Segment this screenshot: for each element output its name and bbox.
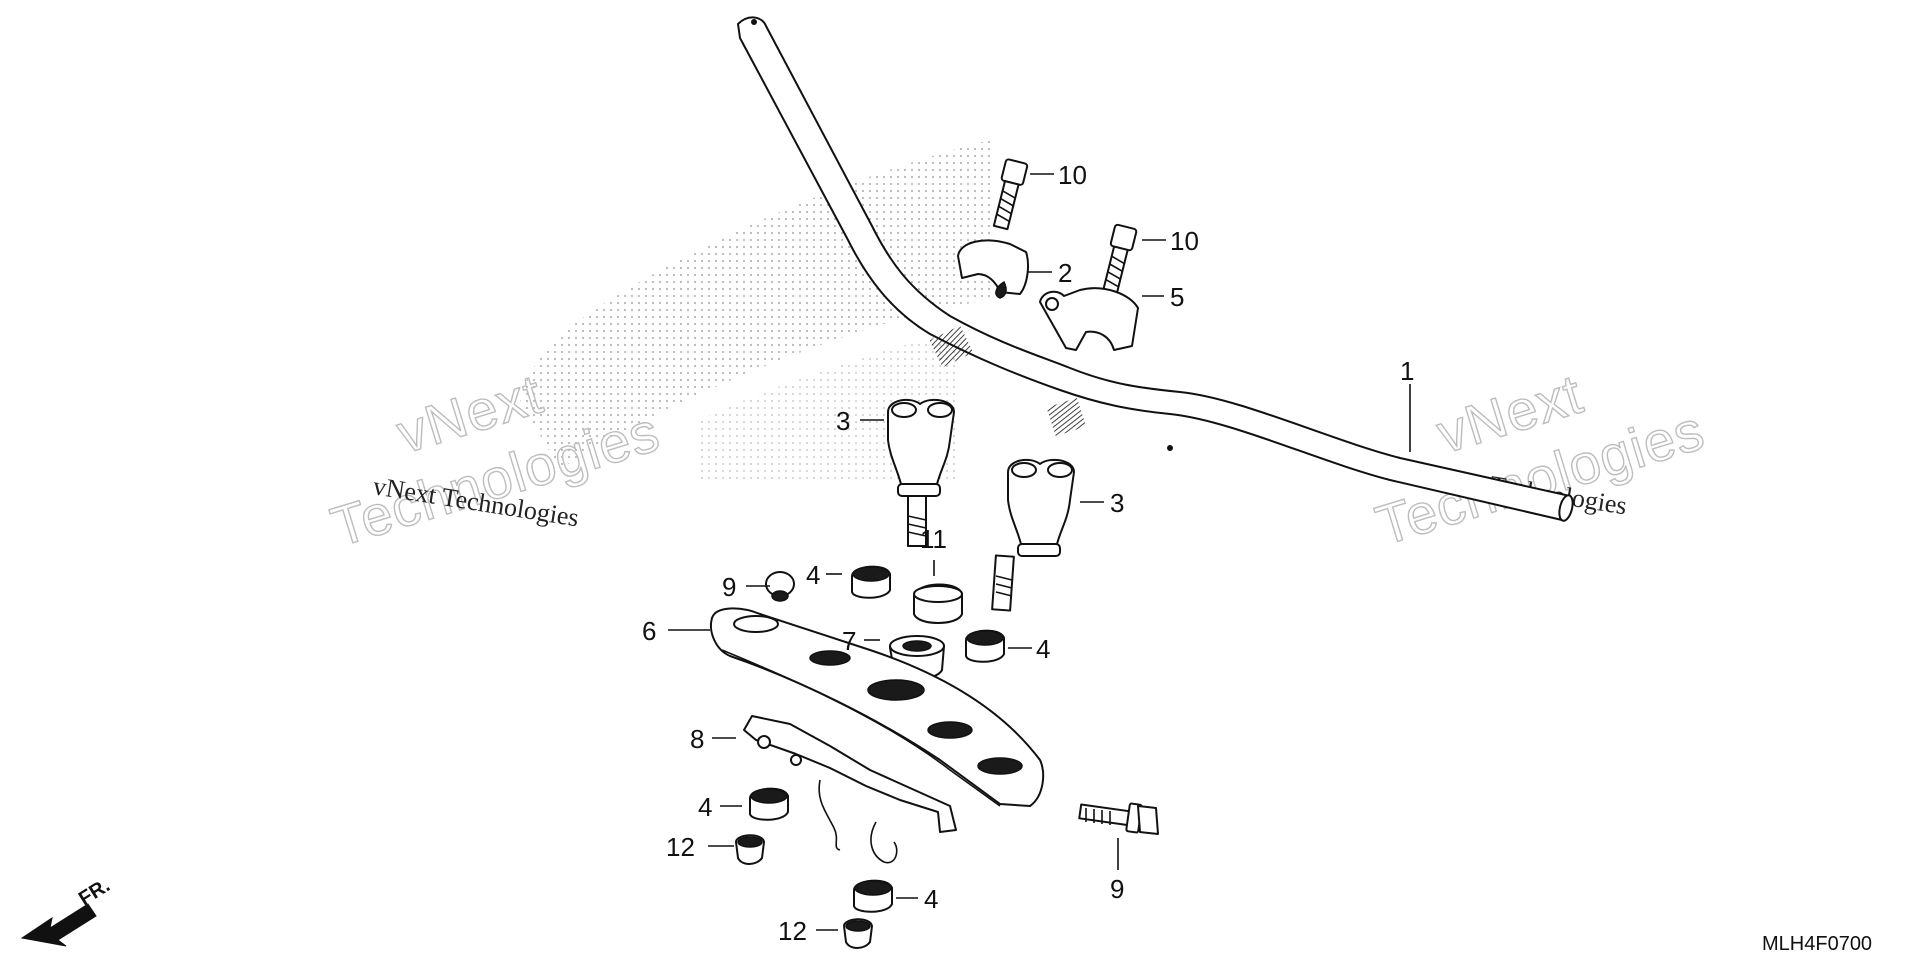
callout-5: 5: [1170, 282, 1184, 312]
callout-3a: 3: [836, 406, 850, 436]
callout-12b: 12: [778, 916, 807, 946]
callout-9b: 9: [1110, 874, 1124, 904]
callout-4a: 4: [806, 560, 820, 590]
callout-4b: 4: [1036, 634, 1050, 664]
holder-3b: [991, 458, 1075, 612]
callout-3b: 3: [1110, 488, 1124, 518]
callout-9a: 9: [722, 572, 736, 602]
callout-10a: 10: [1058, 160, 1087, 190]
callout-2: 2: [1058, 258, 1072, 288]
bushing-4b: [965, 629, 1005, 663]
upper-holder-5: [1039, 287, 1139, 351]
callout-7: 7: [842, 626, 856, 656]
callout-4c: 4: [698, 792, 712, 822]
bushing-4a: [851, 565, 891, 599]
callout-10b: 10: [1170, 226, 1199, 256]
bolt-10b: [1101, 223, 1138, 298]
callout-1: 1: [1400, 356, 1414, 386]
bolt-9b: [1078, 802, 1159, 835]
handlebar: [737, 16, 1574, 522]
callout-4d: 4: [924, 884, 938, 914]
nut-11: [913, 583, 963, 624]
bolt-10a: [992, 158, 1029, 231]
leader-lines: [668, 173, 1411, 931]
front-label: FR.: [75, 875, 114, 911]
bracket-8: [743, 715, 957, 864]
bushing-4d: [853, 879, 893, 913]
callout-6: 6: [642, 616, 656, 646]
front-direction-arrow: FR.: [20, 875, 114, 947]
callout-12a: 12: [666, 832, 695, 862]
holder-3a: [887, 398, 955, 547]
collar-7: [889, 635, 945, 680]
callout-11: 11: [920, 524, 947, 554]
bushing-4c: [749, 787, 789, 821]
nut-12a: [735, 834, 765, 865]
callout-8: 8: [690, 724, 704, 754]
diagram-code: MLH4F0700: [1762, 933, 1872, 955]
upper-holder-2: [957, 239, 1029, 299]
callout-labels: 1 2 3 3 4 4 4 4 5 6 7 8 9 9 10 10 11 12 …: [642, 160, 1414, 946]
arrow-icon: [20, 903, 97, 947]
nut-12b: [843, 918, 873, 949]
nut-9a: [765, 571, 795, 602]
top-bridge-6: [710, 607, 1045, 807]
